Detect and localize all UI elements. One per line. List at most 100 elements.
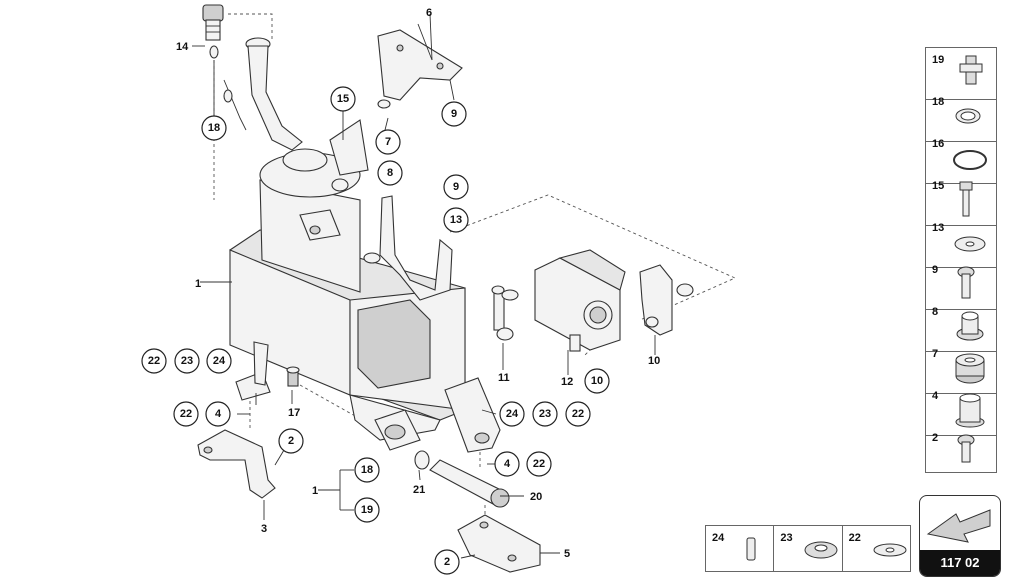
label-5: 5 [564,548,570,560]
callout-13: 13 [443,207,469,233]
label-17: 17 [288,407,300,419]
label-21: 21 [413,484,425,496]
svg-text:24: 24 [506,408,519,420]
callout-15: 15 [330,86,356,112]
callout-22-right: 22 [526,451,552,477]
svg-text:24: 24 [213,355,226,367]
parts-legend: 19 18 16 15 13 9 8 7 4 2 [925,47,997,473]
svg-text:18: 18 [208,122,220,134]
legend-item-24: 24 [706,526,775,571]
bracket-15-part [329,119,369,192]
svg-text:13: 13 [450,214,462,226]
page-number-box: 117 02 [919,495,1001,577]
callout-18-group: 18 [354,457,380,483]
svg-text:15: 15 [337,93,349,105]
filler-pipe-part [245,37,303,151]
bracket-3-part [197,429,276,499]
support-left-part [235,341,271,401]
leader-lines [192,13,656,559]
callout-24-left: 24 [206,348,232,374]
flat-washer-icon [873,543,907,557]
hose-clip-part [209,45,247,131]
spacer-icon [955,393,985,428]
callout-4-right: 4 [494,451,520,477]
legend-item-2: 2 [926,426,996,478]
callout-10: 10 [584,368,610,394]
callout-4-left: 4 [205,401,231,427]
label-20: 20 [530,491,542,503]
legend-item-23: 23 [774,526,843,571]
screw-icon [957,266,975,299]
support-24-part [444,377,501,453]
legend-item-15: 15 [926,174,996,226]
page-number: 117 02 [920,550,1000,576]
label-1-group: 1 [312,485,318,497]
bracket-10-part [639,264,694,336]
label-12: 12 [561,376,573,388]
legend-item-13: 13 [926,216,996,268]
bracket-5-part [457,514,541,573]
legend-item-7: 7 [926,342,996,394]
svg-text:23: 23 [539,408,551,420]
drain-pipe-part [414,450,510,508]
washer-icon [954,236,986,252]
legend-item-8: 8 [926,300,996,352]
pin-icon [746,537,756,561]
svg-text:23: 23 [181,355,193,367]
svg-text:22: 22 [180,408,192,420]
callout-2-bottom: 2 [434,549,460,575]
seal-ring-icon [955,108,981,124]
legend-item-4: 4 [926,384,996,436]
svg-text:9: 9 [451,108,457,120]
sensor-part [286,366,300,387]
callout-19-group: 19 [354,497,380,523]
svg-text:22: 22 [148,355,160,367]
arrow-icon [926,509,991,543]
callout-24-right: 24 [499,401,525,427]
callout-23-left: 23 [174,348,200,374]
grommet-icon [804,541,838,559]
label-6: 6 [426,7,432,19]
callout-18-top: 18 [201,115,227,141]
legend-item-18: 18 [926,90,996,142]
bottom-parts-legend: 24 23 22 [705,525,911,572]
legend-item-22: 22 [843,526,910,571]
callout-22-left: 22 [173,401,199,427]
svg-text:18: 18 [361,464,373,476]
svg-text:4: 4 [215,408,222,420]
plug-screw-icon [959,55,983,85]
bracket-13-part [363,195,453,301]
screw-short-icon [957,434,975,463]
svg-text:22: 22 [572,408,584,420]
callout-2-mid: 2 [278,428,304,454]
svg-text:2: 2 [444,556,450,568]
label-3: 3 [261,523,267,535]
rubber-mount-icon [955,353,985,384]
label-11: 11 [498,372,510,384]
svg-text:2: 2 [288,435,294,447]
callout-9-mid: 9 [443,174,469,200]
label-10: 10 [648,355,660,367]
svg-text:4: 4 [504,458,511,470]
svg-text:19: 19 [361,504,373,516]
o-ring-icon [953,150,987,170]
actuator-part [534,249,626,352]
bushing-icon [956,311,984,341]
tank-assembly-part [229,148,466,451]
link-rod-part [491,285,519,341]
svg-text:7: 7 [385,136,391,148]
svg-text:10: 10 [591,375,603,387]
svg-text:22: 22 [533,458,545,470]
legend-item-9: 9 [926,258,996,310]
label-1: 1 [195,278,201,290]
bolt-icon [959,181,973,217]
svg-text:8: 8 [387,167,393,179]
callout-22-right-top: 22 [565,401,591,427]
legend-item-19: 19 [926,48,996,100]
filler-cap-part [202,4,224,41]
callout-7: 7 [375,129,401,155]
callout-23-right: 23 [532,401,558,427]
callout-22-left-top: 22 [141,348,167,374]
bracket-6-part [377,29,463,109]
